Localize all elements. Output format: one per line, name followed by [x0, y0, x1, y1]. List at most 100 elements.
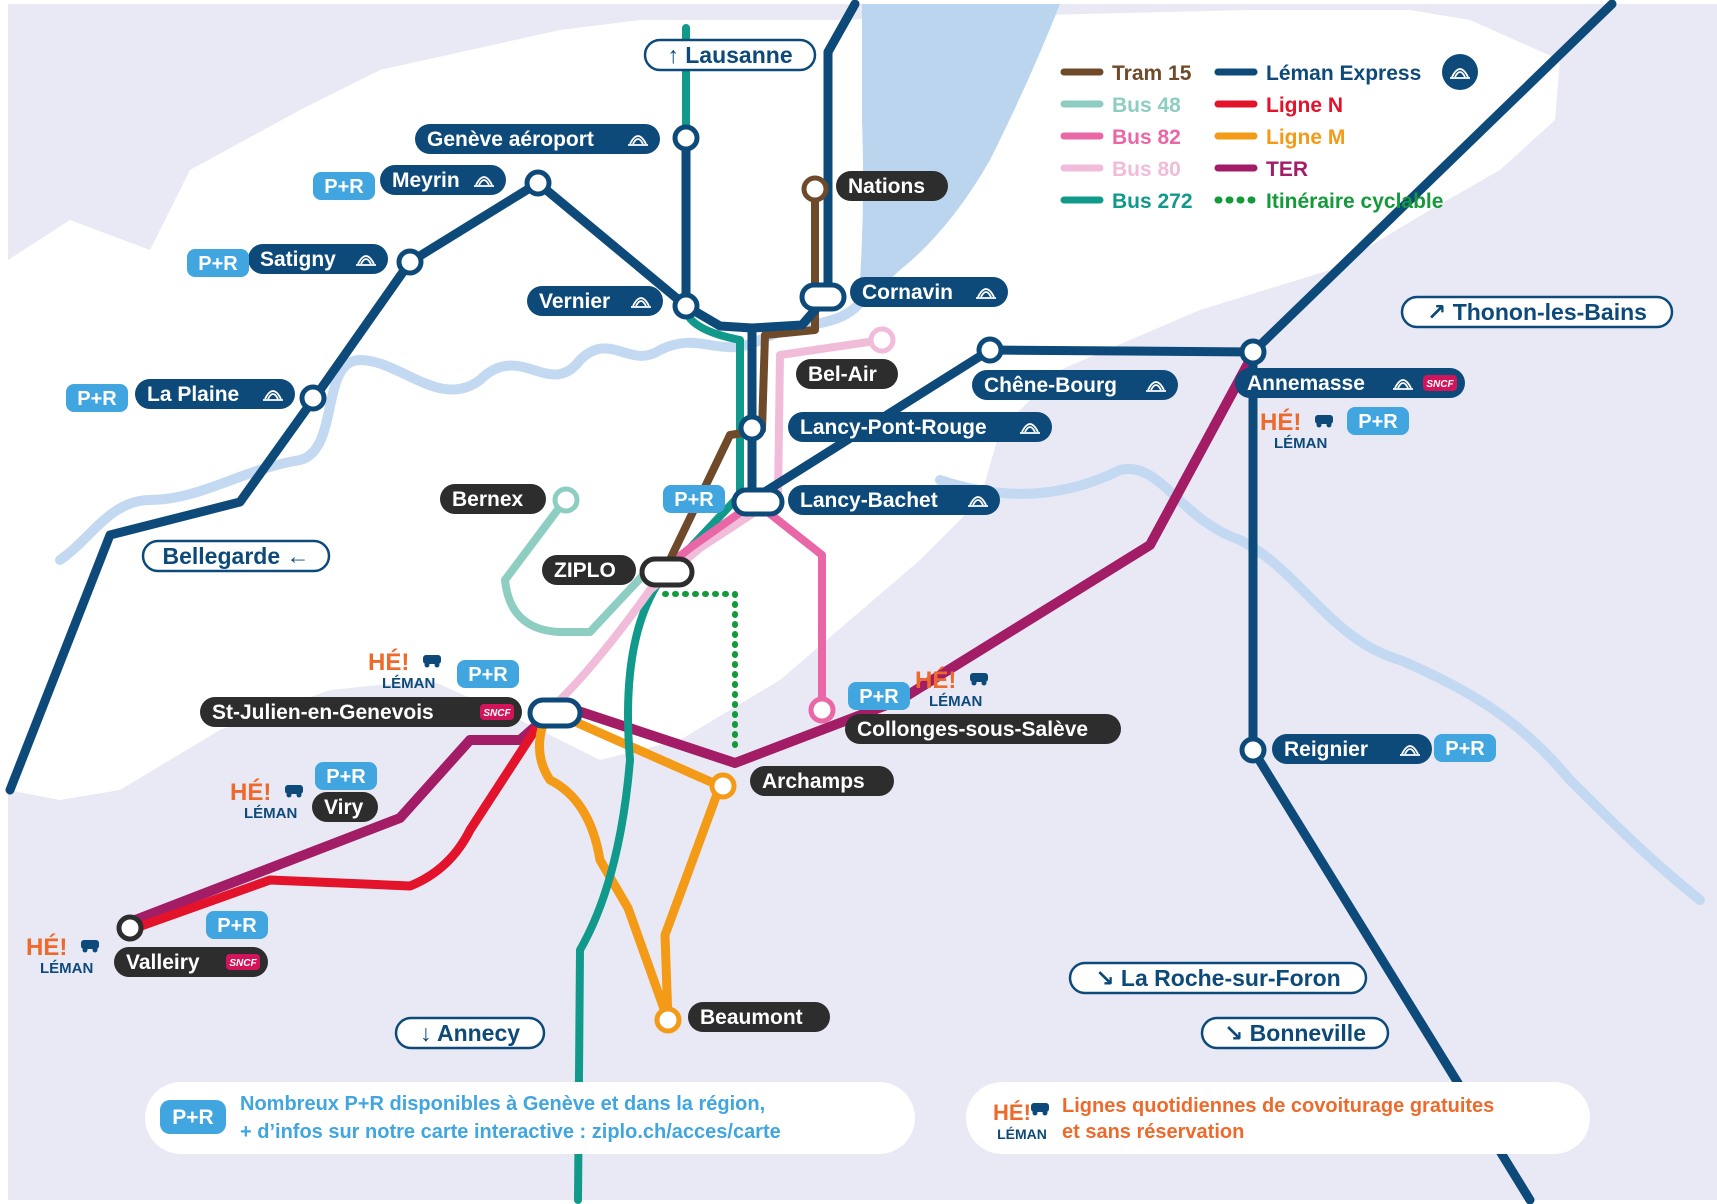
- station-marker-st-julien[interactable]: [527, 697, 583, 729]
- info-left-line2: + d’infos sur notre carte interactive : …: [240, 1121, 781, 1143]
- station-marker-bernex[interactable]: [552, 486, 580, 514]
- pr-badge: P+R: [206, 911, 268, 939]
- pr-badge: P+R: [1434, 734, 1496, 762]
- station-name: Collonges-sous-Salève: [857, 718, 1088, 741]
- svg-text:P+R: P+R: [674, 489, 714, 511]
- station-marker-valleiry[interactable]: [116, 914, 144, 942]
- pr-badge: P+R: [187, 249, 249, 277]
- svg-text:LÉMAN: LÉMAN: [1274, 435, 1327, 452]
- ligne-m-line: [535, 707, 725, 1025]
- ligne-n-line: [125, 705, 553, 935]
- station-marker-collonges[interactable]: [808, 696, 836, 724]
- station-marker-chene-bourg[interactable]: [976, 336, 1004, 364]
- station-marker-ziplo[interactable]: [639, 556, 695, 588]
- station-label-bel-air[interactable]: Bel-Air: [796, 359, 898, 389]
- car-icon: [423, 655, 441, 668]
- station-marker-lancy-bachet[interactable]: [731, 487, 785, 517]
- station-marker-archamps[interactable]: [709, 772, 737, 800]
- pr-badge: P+R: [663, 485, 725, 513]
- station-label-reignier[interactable]: Reignier: [1272, 734, 1432, 764]
- pr-badge: P+R: [848, 682, 910, 710]
- land-area: [8, 10, 1560, 800]
- station-label-viry[interactable]: Viry: [312, 792, 378, 822]
- legend-item-ligne-m: Ligne M: [1214, 126, 1345, 149]
- station-marker-cornavin[interactable]: [799, 282, 847, 312]
- station-label-vernier[interactable]: Vernier: [527, 286, 663, 316]
- station-label-meyrin[interactable]: Meyrin: [380, 165, 506, 195]
- station-label-satigny[interactable]: Satigny: [248, 244, 388, 274]
- svg-text:Bus 80: Bus 80: [1112, 158, 1181, 181]
- station-marker-reignier[interactable]: [1239, 736, 1267, 764]
- legend-item-cycle: Itinéraire cyclable: [1214, 190, 1443, 213]
- legend-item-tram15: Tram 15: [1060, 62, 1192, 85]
- station-label-beaumont[interactable]: Beaumont: [688, 1002, 830, 1032]
- station-label-nations[interactable]: Nations: [836, 171, 948, 201]
- svg-text:SNCF: SNCF: [1426, 379, 1454, 390]
- station-label-collonges[interactable]: Collonges-sous-Salève: [845, 714, 1121, 744]
- pr-badge-text: P+R: [172, 1106, 213, 1129]
- direction-la-roche-sur-foron[interactable]: ↘ La Roche-sur-Foron: [1068, 961, 1368, 995]
- station-label-la-plaine[interactable]: La Plaine: [135, 379, 295, 409]
- station-name: Genève aéroport: [427, 128, 594, 151]
- legend-item-ter: TER: [1214, 158, 1308, 181]
- station-label-lancy-bachet[interactable]: Lancy-Bachet: [788, 485, 1000, 515]
- station-label-geneve-aeroport[interactable]: Genève aéroport: [415, 124, 660, 154]
- station-marker-la-plaine[interactable]: [299, 384, 327, 412]
- direction-bellegarde[interactable]: Bellegarde ←: [141, 539, 331, 573]
- station-name: Lancy-Bachet: [800, 489, 938, 512]
- station-label-lancy-pont-rouge[interactable]: Lancy-Pont-Rouge: [788, 412, 1052, 442]
- station-marker-satigny[interactable]: [396, 248, 424, 276]
- direction-bonneville[interactable]: ↘ Bonneville: [1200, 1016, 1390, 1050]
- svg-text:Tram 15: Tram 15: [1112, 62, 1192, 85]
- bus-80-line: [556, 336, 886, 704]
- svg-text:HÉ!: HÉ!: [368, 648, 409, 676]
- station-label-chene-bourg[interactable]: Chêne-Bourg: [972, 370, 1178, 400]
- direction-label: ↘ Bonneville: [1224, 1020, 1366, 1046]
- svg-text:LÉMAN: LÉMAN: [382, 675, 435, 692]
- station-marker-geneve-aeroport[interactable]: [672, 124, 700, 152]
- direction-lausanne[interactable]: ↑ Lausanne: [643, 38, 817, 72]
- station-marker-beaumont[interactable]: [654, 1006, 682, 1034]
- direction-thonon-les-bains[interactable]: ↗ Thonon-les-Bains: [1400, 295, 1674, 329]
- svg-text:P+R: P+R: [1445, 738, 1485, 760]
- station-marker-lancy-pont-rouge[interactable]: [738, 414, 766, 442]
- svg-text:TER: TER: [1266, 158, 1308, 181]
- station-name: Cornavin: [862, 281, 953, 304]
- station-marker-nations[interactable]: [801, 175, 829, 203]
- svg-text:Bus 82: Bus 82: [1112, 126, 1181, 149]
- svg-text:HÉ!: HÉ!: [26, 933, 67, 961]
- station-marker-annemasse[interactable]: [1239, 338, 1267, 366]
- svg-text:P+R: P+R: [324, 176, 364, 198]
- station-name: La Plaine: [147, 383, 239, 406]
- station-name: ZIPLO: [554, 559, 616, 582]
- station-label-bernex[interactable]: Bernex: [440, 484, 546, 514]
- info-right-line1: Lignes quotidiennes de covoiturage gratu…: [1062, 1095, 1494, 1117]
- station-name: Meyrin: [392, 169, 460, 192]
- cycle-route: [662, 591, 738, 753]
- sncf-logo: SNCF: [1423, 375, 1457, 391]
- station-marker-vernier[interactable]: [672, 292, 700, 320]
- station-marker-meyrin[interactable]: [524, 169, 552, 197]
- svg-text:Bus 48: Bus 48: [1112, 94, 1181, 117]
- svg-text:Ligne M: Ligne M: [1266, 126, 1345, 149]
- svg-text:HÉ!: HÉ!: [915, 666, 956, 694]
- svg-text:Itinéraire cyclable: Itinéraire cyclable: [1266, 190, 1443, 213]
- direction-annecy[interactable]: ↓ Annecy: [394, 1016, 546, 1050]
- station-label-ziplo[interactable]: ZIPLO: [542, 555, 636, 585]
- heleman-logo: HÉ!LÉMAN: [230, 778, 303, 822]
- station-label-archamps[interactable]: Archamps: [750, 766, 894, 796]
- badges-layer: P+RP+RP+RP+RP+RP+RP+RP+RP+RP+RHÉ!LÉMANHÉ…: [26, 172, 1496, 977]
- station-name: Chêne-Bourg: [984, 374, 1117, 397]
- svg-text:LÉMAN: LÉMAN: [40, 960, 93, 977]
- heleman-logo: HÉ!LÉMAN: [915, 666, 988, 710]
- svg-text:P+R: P+R: [1358, 411, 1398, 433]
- station-label-cornavin[interactable]: Cornavin: [850, 277, 1008, 307]
- station-marker-bel-air[interactable]: [868, 326, 896, 354]
- bus-272-line: [574, 24, 744, 1204]
- car-icon: [285, 785, 303, 798]
